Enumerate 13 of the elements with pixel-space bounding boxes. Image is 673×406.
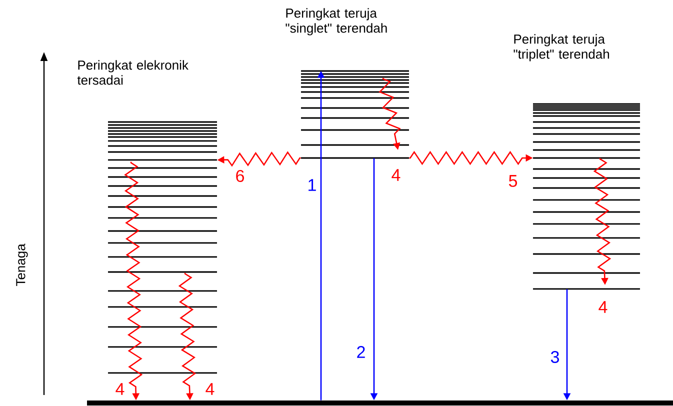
edge-label: 4 [206, 383, 214, 395]
edge-label: 1 [308, 179, 316, 191]
edge-label: 2 [357, 346, 365, 358]
step-number: 4 [598, 301, 608, 313]
level-heading: Peringkat elekronik tersadai [77, 60, 188, 85]
level-heading: Peringkat teruja "triplet" terendah [514, 34, 609, 62]
edge-label: 5 [508, 175, 517, 187]
edge-label: 4 [116, 383, 124, 395]
edge-label: 3 [550, 350, 559, 363]
axis-label: Tenaga [16, 244, 28, 286]
level-heading: Peringkat teruja "singlet" terendah [286, 8, 387, 36]
step-number: 4 [392, 169, 400, 181]
edge-label: 6 [236, 170, 244, 182]
